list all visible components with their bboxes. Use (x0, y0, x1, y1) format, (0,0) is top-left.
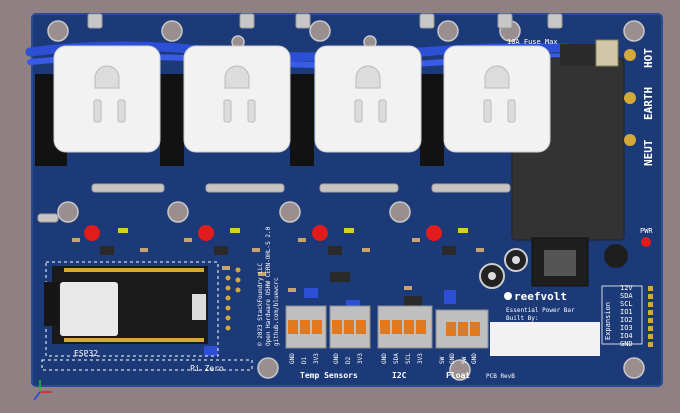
outlet-2 (183, 45, 291, 153)
svg-text:GND: GND (620, 340, 633, 348)
outlets-group (53, 45, 551, 153)
status-leds (84, 225, 442, 241)
svg-text:© 2023 StackFoundry LLC: © 2023 StackFoundry LLC (257, 263, 264, 346)
svg-text:GND: GND (471, 353, 478, 364)
pwr-label: PWR (640, 227, 653, 235)
outlet-3 (314, 45, 422, 153)
i2c-label: I2C (392, 371, 407, 380)
neut-label: NEUT (642, 139, 655, 166)
svg-text:IO4: IO4 (620, 332, 633, 340)
svg-text:SW: SW (461, 356, 468, 364)
mounting-holes (47, 20, 645, 381)
esp32-outline (45, 261, 219, 357)
terminal-pin-labels: GND D1 3V3 GND D2 3V3 GND SDA SCL 3V3 SW… (289, 353, 478, 364)
copyright-block: © 2023 StackFoundry LLC Open Hardware OS… (257, 226, 280, 346)
esp32-label: ESP32 (74, 349, 98, 358)
terminal-block-i2c[interactable] (377, 305, 433, 349)
product-name: Essential Power Bar (506, 307, 575, 314)
svg-text:GND: GND (289, 353, 296, 364)
capacitors (479, 244, 628, 289)
svg-text:3V3: 3V3 (313, 353, 320, 364)
fuse-label: 10A Fuse Max (507, 38, 558, 46)
pcb-rev-label: PCB RevB (486, 373, 515, 380)
svg-text:IO3: IO3 (620, 324, 633, 332)
svg-text:SDA: SDA (620, 292, 633, 300)
svg-text:Open Hardware OSHW CERN-OHL-S: Open Hardware OSHW CERN-OHL-S 2.0 (265, 226, 272, 346)
float-label: Float (446, 371, 470, 380)
mains-labels: HOT EARTH NEUT (642, 48, 655, 166)
temp-sensors-label: Temp Sensors (300, 371, 358, 380)
axis-gizmo-icon (33, 380, 52, 401)
svg-text:GND: GND (381, 353, 388, 364)
svg-text:D2: D2 (345, 356, 352, 364)
svg-text:3V3: 3V3 (417, 353, 424, 364)
built-by-label: Built By: (506, 315, 539, 322)
expansion-pin-labels: 12V SDA SCL IO1 IO2 IO3 IO4 GND (620, 284, 633, 348)
built-by-box (490, 322, 600, 356)
hot-label: HOT (642, 48, 655, 68)
brand-logo: reefvolt (514, 290, 567, 303)
svg-text:SCL: SCL (620, 300, 633, 308)
terminal-block-temp-b[interactable] (329, 305, 371, 349)
expansion-label: Expansion (604, 302, 612, 340)
svg-text:12V: 12V (620, 284, 633, 292)
svg-text:IO1: IO1 (620, 308, 633, 316)
svg-text:github.com/bluewcrc: github.com/bluewcrc (273, 277, 280, 346)
svg-text:GND: GND (333, 353, 340, 364)
svg-text:GND: GND (449, 353, 456, 364)
outlet-1 (53, 45, 161, 153)
terminal-block-temp-a[interactable] (285, 305, 327, 349)
terminal-block-float[interactable] (435, 309, 489, 349)
svg-text:IO2: IO2 (620, 316, 633, 324)
svg-text:SDA: SDA (393, 353, 400, 364)
brand-block: reefvolt Essential Power Bar Built By: (504, 290, 575, 322)
svg-text:SW: SW (439, 356, 446, 364)
svg-text:SCL: SCL (405, 353, 412, 364)
svg-text:3V3: 3V3 (357, 353, 364, 364)
pizero-label: Pi Zero (190, 364, 224, 373)
earth-label: EARTH (642, 87, 655, 120)
svg-text:D1: D1 (301, 356, 308, 364)
outlet-4 (443, 45, 551, 153)
